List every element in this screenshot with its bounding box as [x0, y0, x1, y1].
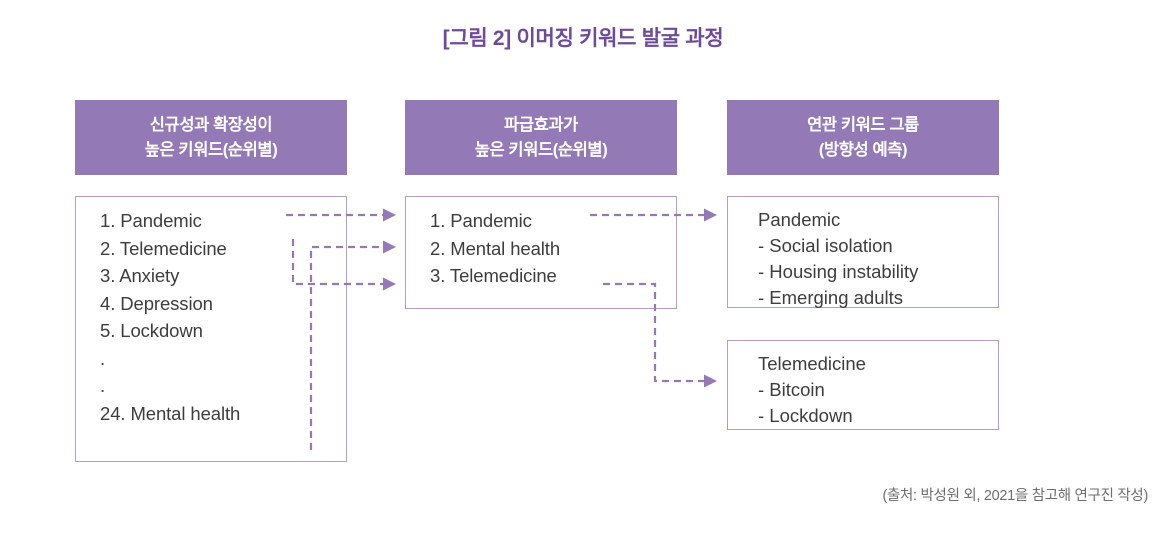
column-header-stage1-line2: 높은 키워드(순위별)	[144, 140, 278, 159]
group-item: - Housing instability	[758, 261, 919, 282]
list-item: 4. Depression	[100, 292, 213, 314]
list-item: 5. Lockdown	[100, 320, 203, 341]
list-item: 1. Pandemic	[100, 210, 202, 231]
group-item: - Emerging adults	[758, 287, 903, 308]
group-item: - Social isolation	[758, 235, 893, 256]
group-item: - Bitcoin	[758, 379, 825, 400]
column-header-stage1-line1: 신규성과 확장성이	[149, 115, 273, 134]
list-item: 2. Telemedicine	[100, 237, 227, 259]
list-item-ellipsis: .	[100, 375, 106, 396]
column-header-stage3-line1: 연관 키워드 그룹	[807, 115, 919, 134]
list-item: 24. Mental health	[100, 402, 241, 424]
column-header-stage2-line2: 높은 키워드(순위별)	[474, 140, 608, 159]
list-item: 3. Telemedicine	[430, 265, 557, 286]
list-item: 2. Mental health	[430, 237, 561, 259]
list-item: 1. Pandemic	[430, 210, 532, 231]
column-header-stage3-line2: (방향성 예측)	[818, 140, 908, 159]
column-header-stage1: 신규성과 확장성이 높은 키워드(순위별)	[75, 100, 347, 175]
stage3-group-pandemic: Pandemic - Social isolation - Housing in…	[727, 196, 999, 308]
column-header-stage2-line1: 파급효과가	[504, 115, 578, 134]
group-title: Pandemic	[758, 209, 841, 230]
group-title: Telemedicine	[758, 353, 866, 374]
stage2-box: 1. Pandemic 2. Mental health 3. Telemedi…	[405, 196, 677, 309]
group-item: - Lockdown	[758, 405, 853, 426]
figure-title: [그림 2] 이머징 키워드 발굴 과정	[442, 27, 724, 50]
stage3-group-telemedicine: Telemedicine - Bitcoin - Lockdown	[727, 340, 999, 430]
list-item-ellipsis: .	[100, 347, 106, 369]
list-item: 3. Anxiety	[100, 265, 180, 286]
column-header-stage2: 파급효과가 높은 키워드(순위별)	[405, 100, 677, 175]
figure-source: (출처: 박성원 외, 2021을 참고해 연구진 작성)	[882, 488, 1148, 504]
column-header-stage3: 연관 키워드 그룹 (방향성 예측)	[727, 100, 999, 175]
stage1-box: 1. Pandemic 2. Telemedicine 3. Anxiety 4…	[75, 196, 347, 462]
